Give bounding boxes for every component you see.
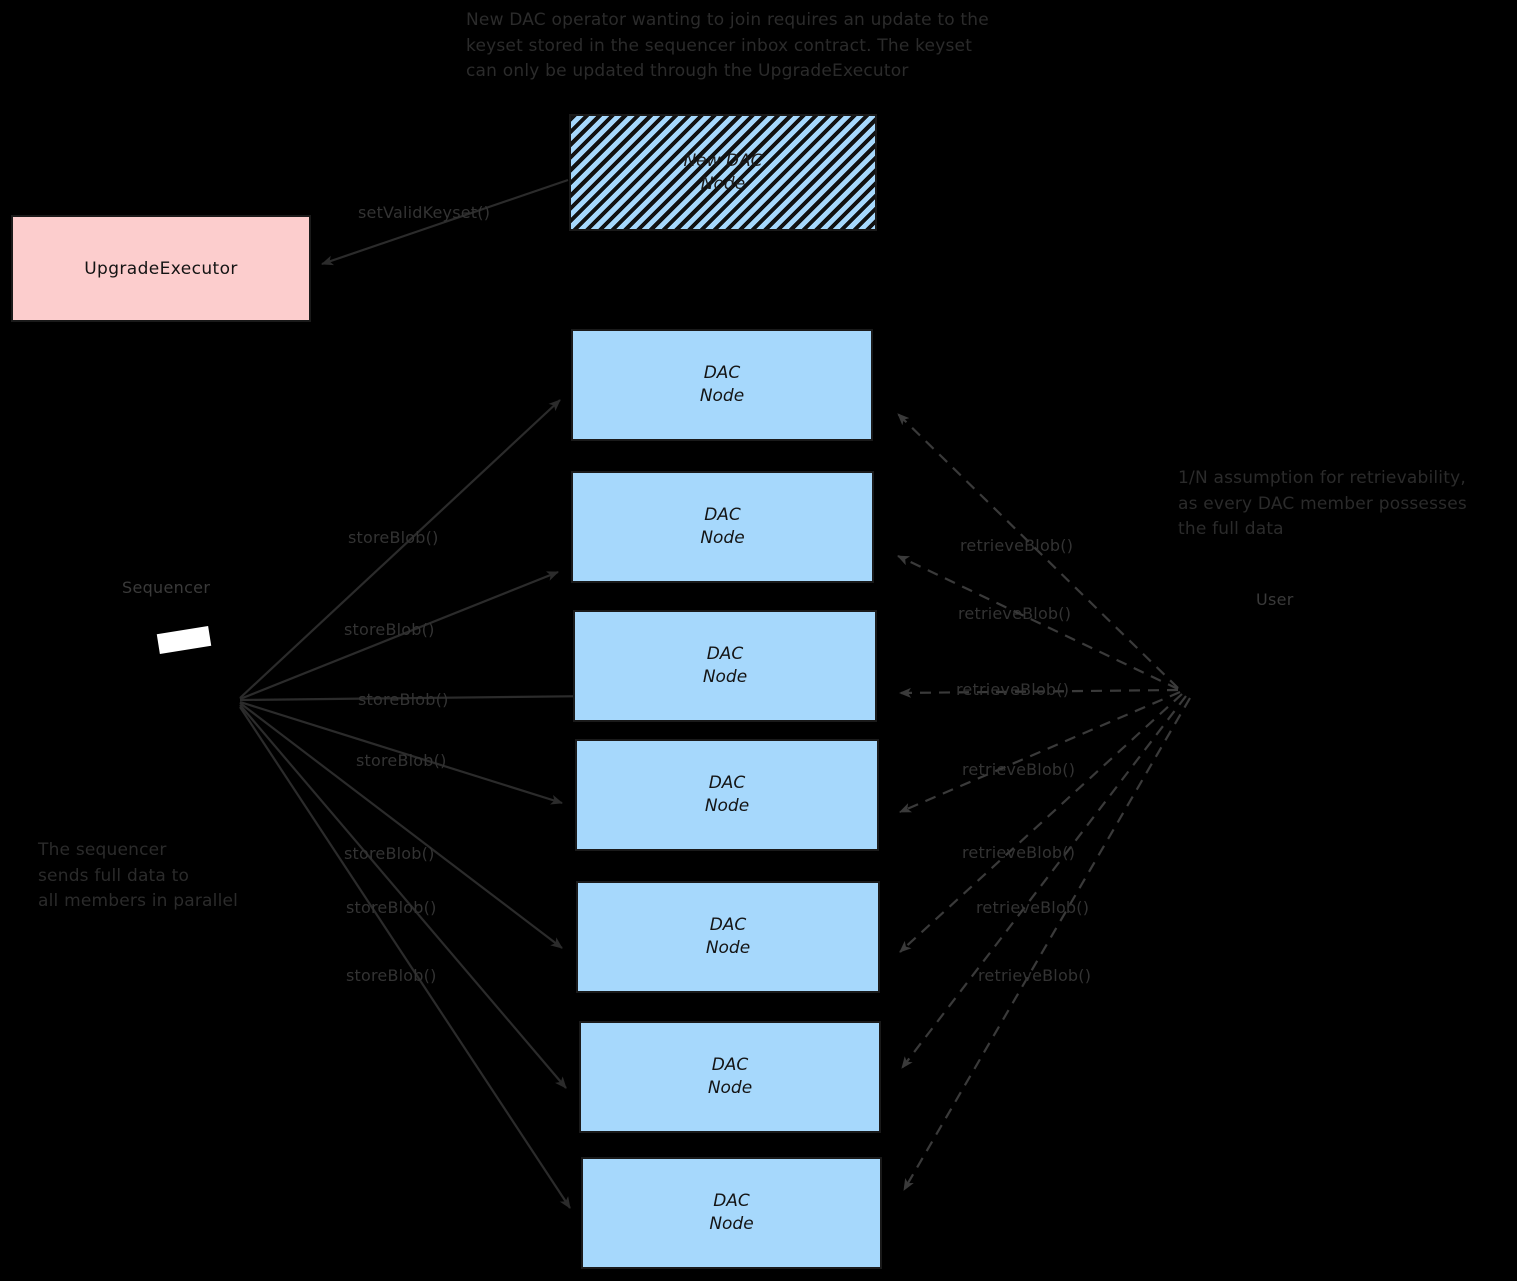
- edge-label-store-blob-1: storeBlob(): [348, 528, 439, 547]
- edge-label-store-blob-2: storeBlob(): [344, 620, 435, 639]
- edge-label-store-blob-3: storeBlob(): [358, 690, 449, 709]
- edge-label-store-blob-4: storeBlob(): [356, 751, 447, 770]
- edge-label-retrieve-blob-3: retrieveBlob(): [956, 680, 1070, 699]
- node-dac-node-2[interactable]: DAC Node: [571, 471, 874, 583]
- edge-label-retrieve-blob-6: retrieveBlob(): [976, 898, 1090, 917]
- edge-label-set-valid-keyset: setValidKeyset(): [358, 203, 491, 222]
- broken-image-icon-user: [1175, 647, 1178, 650]
- edge-group-retrieve-blob: [897, 413, 1191, 1191]
- note-sequencer-parallel: The sequencer sends full data to all mem…: [38, 840, 239, 911]
- edge-label-retrieve-blob-1: retrieveBlob(): [960, 536, 1074, 555]
- edge-label-store-blob-6: storeBlob(): [346, 898, 437, 917]
- edge-set-valid-keyset: [321, 178, 569, 266]
- edge-label-store-blob-7: storeBlob(): [346, 966, 437, 985]
- node-dac-node-1[interactable]: DAC Node: [571, 329, 873, 441]
- node-dac-node-6[interactable]: DAC Node: [579, 1021, 881, 1133]
- note-retrievability-assumption: 1/N assumption for retrievability, as ev…: [1178, 468, 1467, 539]
- actor-label-sequencer: Sequencer: [122, 578, 211, 597]
- node-dac-node-4[interactable]: DAC Node: [575, 739, 879, 851]
- edge-label-retrieve-blob-5: retrieveBlob(): [962, 843, 1076, 862]
- node-dac-node-5[interactable]: DAC Node: [576, 881, 880, 993]
- node-dac-node-7[interactable]: DAC Node: [581, 1157, 882, 1269]
- edge-label-retrieve-blob-2: retrieveBlob(): [958, 604, 1072, 623]
- note-new-dac-operator: New DAC operator wanting to join require…: [466, 10, 989, 81]
- node-upgrade-executor[interactable]: UpgradeExecutor: [11, 215, 311, 322]
- node-dac-node-3[interactable]: DAC Node: [573, 610, 877, 722]
- edge-label-retrieve-blob-4: retrieveBlob(): [962, 760, 1076, 779]
- actor-label-user: User: [1256, 590, 1294, 609]
- broken-image-icon-sequencer: [156, 626, 212, 654]
- node-new-dac-node[interactable]: New DAC Node: [569, 114, 877, 231]
- edge-label-retrieve-blob-7: retrieveBlob(): [978, 966, 1092, 985]
- edge-label-store-blob-5: storeBlob(): [344, 844, 435, 863]
